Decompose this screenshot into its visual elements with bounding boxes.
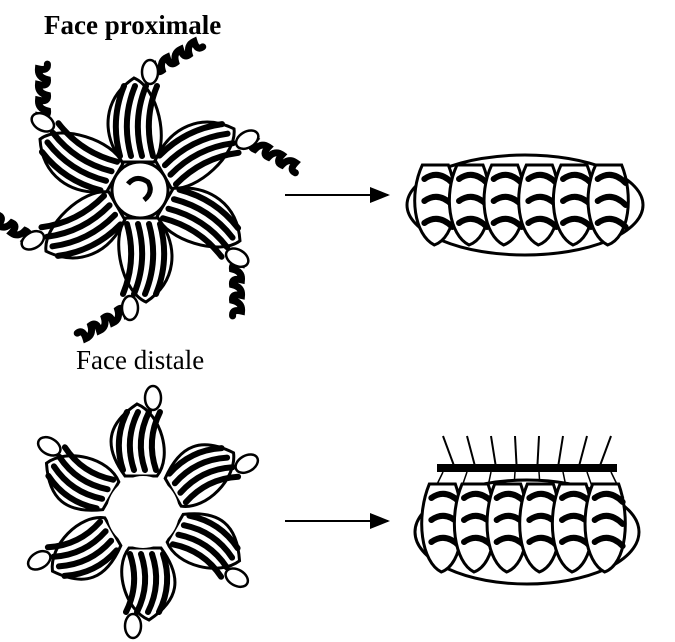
subunit [111, 386, 164, 476]
subunit [18, 431, 123, 522]
distal-bar [437, 464, 617, 472]
subunit [164, 502, 269, 593]
distal-face-ring [18, 386, 268, 638]
proximal-side-view [407, 155, 643, 255]
distal-side-view [415, 436, 639, 584]
side-subunit [585, 484, 625, 572]
side-subunit [588, 165, 628, 245]
proximal-face-ring [0, 30, 310, 350]
subunit [122, 548, 175, 638]
